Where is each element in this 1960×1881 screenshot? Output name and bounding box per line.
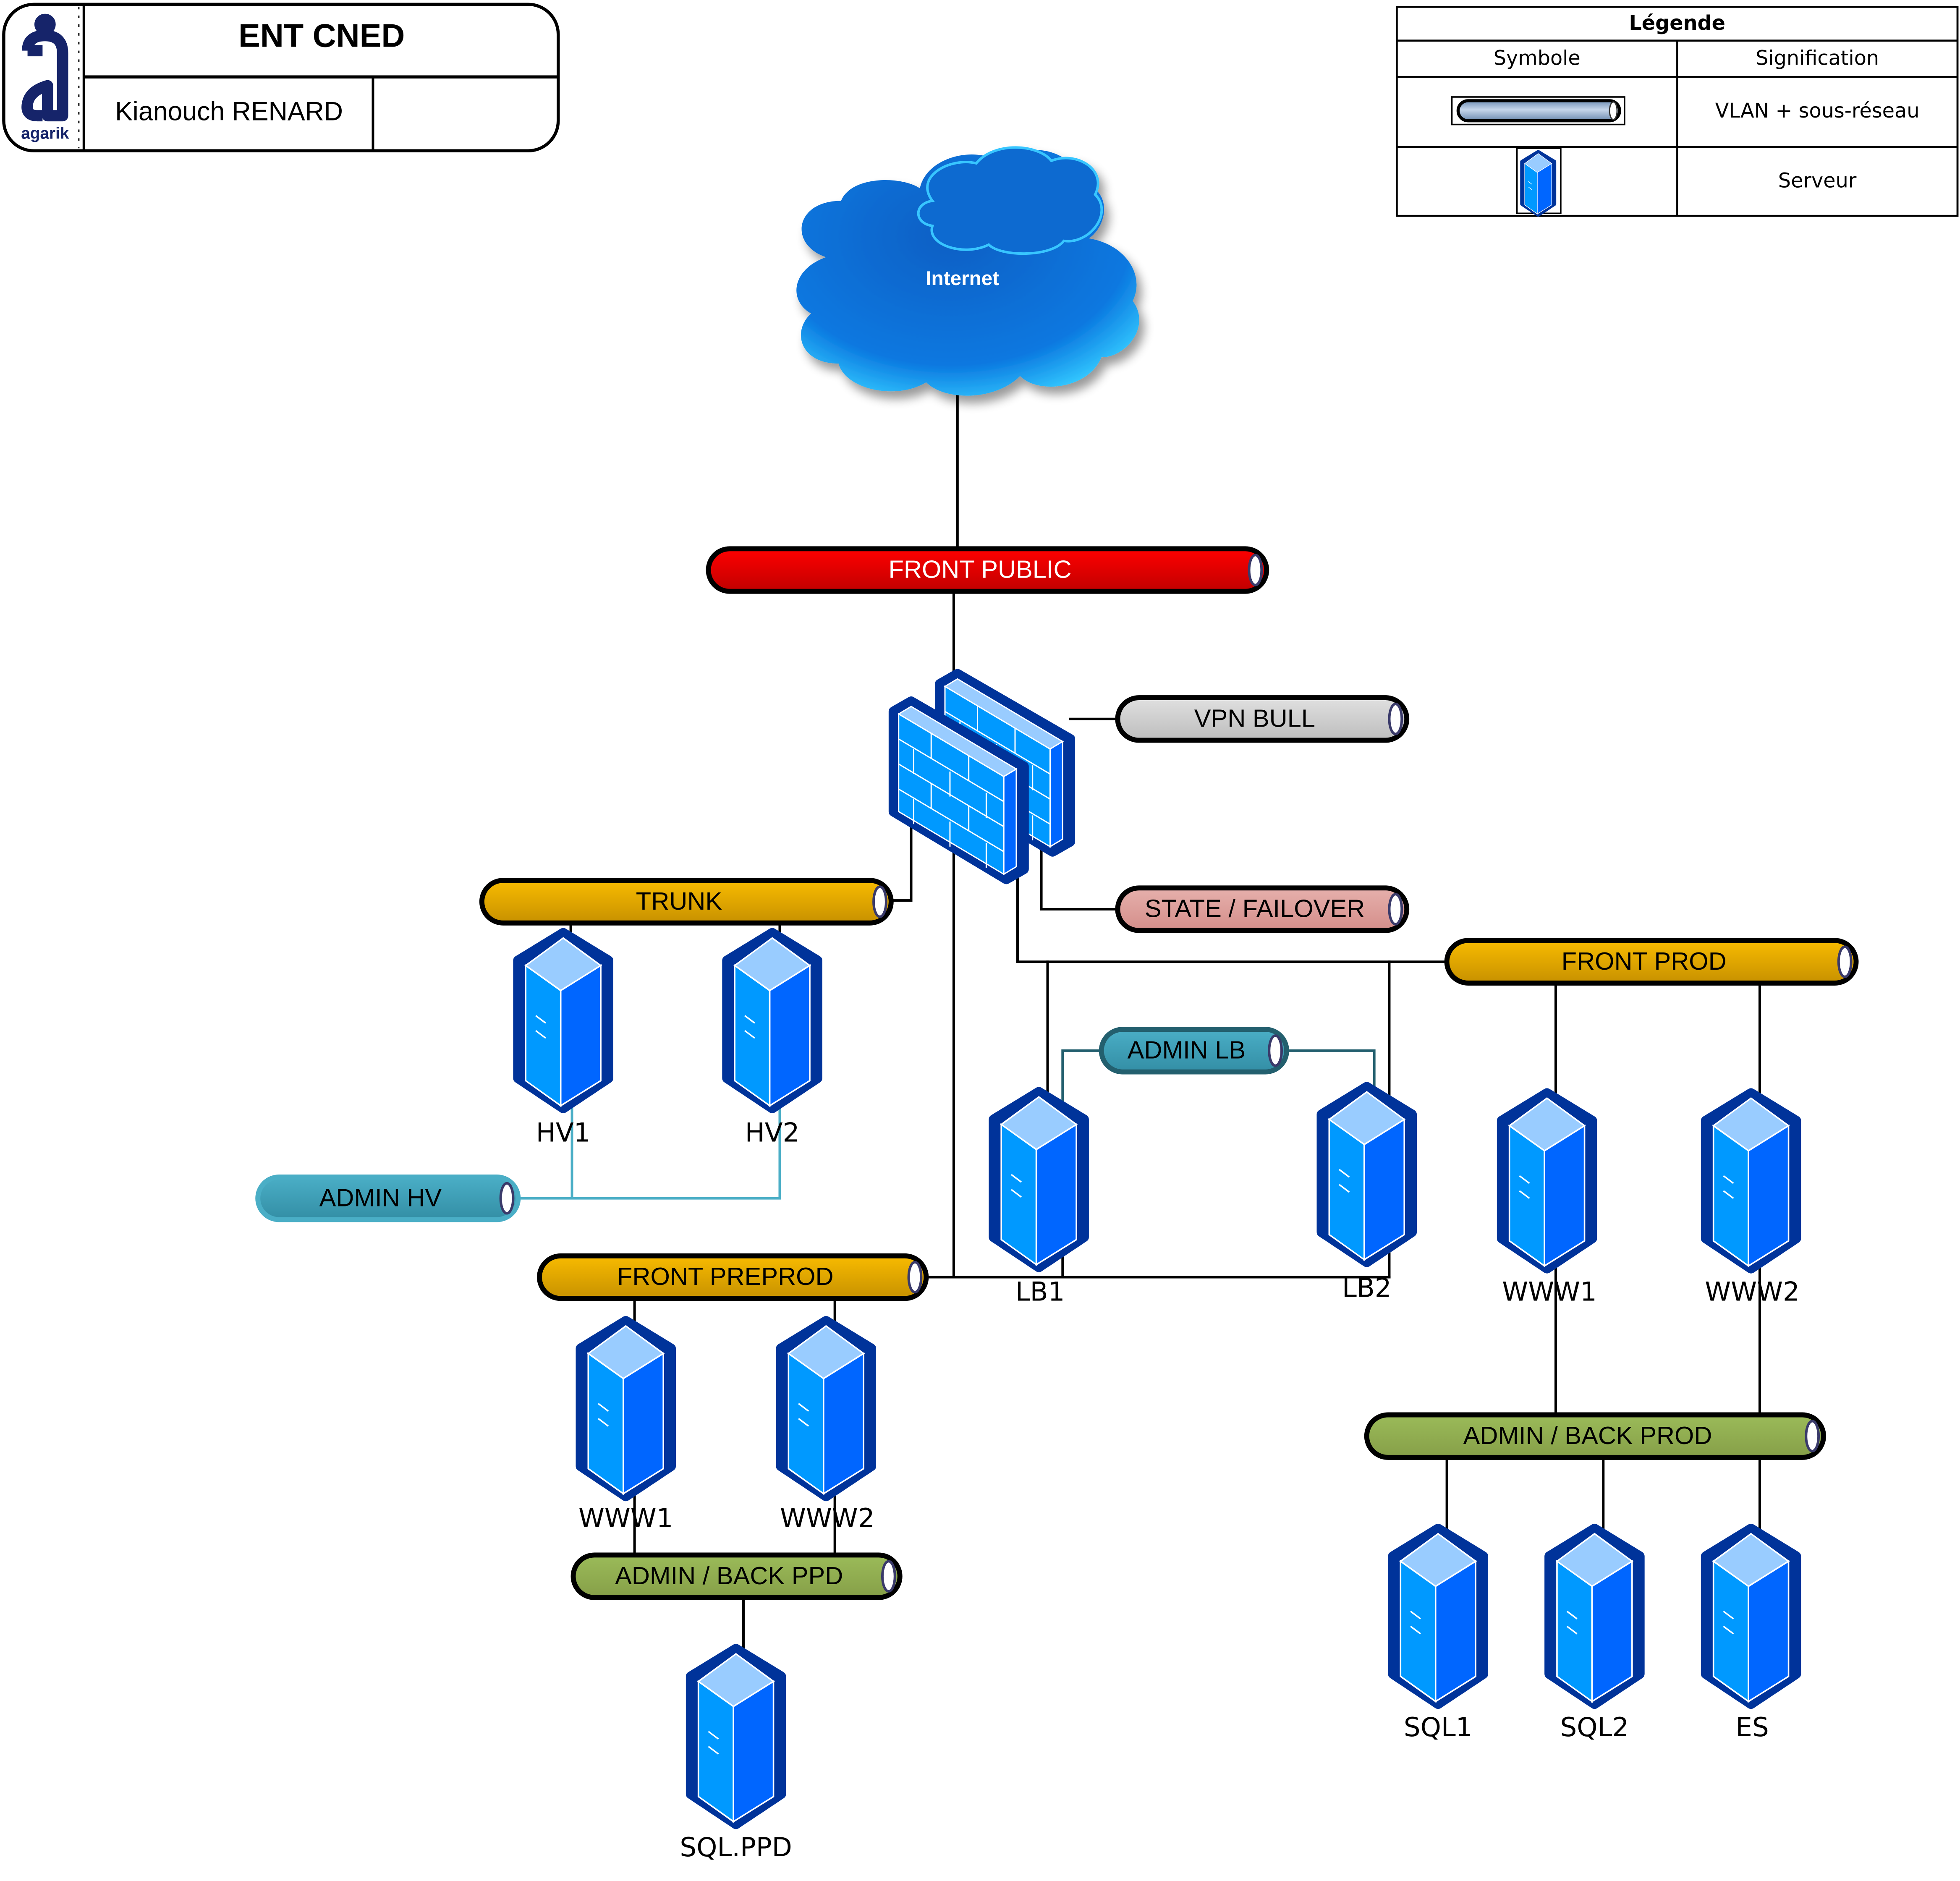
vlan-trunk[interactable]: TRUNK	[479, 878, 894, 926]
vlan-label: FRONT PREPROD	[617, 1262, 834, 1290]
server-label: WWW1	[1502, 1276, 1597, 1307]
server-sql1[interactable]: SQL1	[1393, 1529, 1483, 1742]
server-www2-ppd[interactable]: WWW2	[780, 1321, 875, 1533]
server-sql-ppd[interactable]: SQL.PPD	[680, 1649, 792, 1863]
vlan-pipe-end	[907, 1261, 923, 1294]
server-sql2[interactable]: SQL2	[1549, 1529, 1640, 1742]
legend-table: Légende Symbole Signification VLAN + sou…	[1395, 5, 1959, 217]
server-label: HV1	[536, 1117, 591, 1148]
server-icon	[1549, 1529, 1640, 1704]
vlan-state-failover[interactable]: STATE / FAILOVER	[1115, 885, 1410, 933]
legend-meaning-server: Serveur	[1778, 170, 1857, 193]
vlan-pipe-body	[1115, 885, 1410, 933]
vlan-admin-lb[interactable]: ADMIN LB	[1099, 1027, 1289, 1075]
legend-title: Légende	[1629, 12, 1725, 35]
vlan-pipe-body	[255, 1175, 521, 1222]
vlan-admin-hv[interactable]: ADMIN HV	[255, 1175, 521, 1222]
server-www2-prod[interactable]: WWW2	[1705, 1093, 1800, 1307]
vlan-pipe-end	[1837, 945, 1853, 978]
vlan-pipe-end	[499, 1182, 515, 1215]
server-icon	[1321, 1087, 1412, 1262]
vlan-admin-back-prod[interactable]: ADMIN / BACK PROD	[1364, 1412, 1826, 1460]
vlan-pipe-end	[1805, 1420, 1820, 1452]
link-firewall-frontpreprod	[925, 838, 955, 1279]
server-icon	[1706, 1529, 1796, 1704]
legend-meaning-vlan: VLAN + sous-réseau	[1715, 99, 1920, 123]
server-lb1[interactable]: LB1	[994, 1092, 1084, 1307]
vlan-label: ADMIN / BACK PROD	[1463, 1421, 1712, 1449]
server-icon	[518, 933, 608, 1108]
server-lb2[interactable]: LB2	[1321, 1087, 1412, 1303]
server-icon	[581, 1321, 671, 1496]
logo-text: agarik	[21, 125, 69, 143]
server-icon	[691, 1649, 781, 1824]
title-block: agarik ENT CNED Kianouch RENARD	[2, 3, 560, 152]
author-name: Kianouch RENARD	[115, 97, 343, 126]
firewall-pair-icon	[894, 674, 1070, 879]
vlan-pipe-body	[570, 1552, 903, 1600]
vlan-pipe-body	[479, 878, 894, 926]
vlan-pipe-body	[1364, 1412, 1826, 1460]
server-icon	[727, 933, 817, 1108]
vlan-vpn-bull[interactable]: VPN BULL	[1115, 695, 1410, 743]
server-icon	[1393, 1529, 1483, 1704]
vlan-pipe-icon	[1451, 96, 1625, 126]
server-icon	[1502, 1093, 1592, 1268]
vlan-label: ADMIN LB	[1128, 1036, 1246, 1064]
server-hv2[interactable]: HV2	[727, 933, 817, 1148]
vlan-pipe-end	[1248, 554, 1263, 586]
vlan-pipes: FRONT PUBLIC VPN BULL STATE / FAILOVER TRUN…	[255, 546, 1859, 1600]
vlan-label: ADMIN HV	[319, 1183, 442, 1211]
vlan-pipe-end	[881, 1560, 896, 1593]
server-label: SQL2	[1560, 1712, 1629, 1742]
server-label: WWW2	[1705, 1276, 1800, 1307]
vlan-pipe-body	[537, 1253, 929, 1301]
vlan-label: STATE / FAILOVER	[1145, 895, 1365, 923]
vlan-pipe-end	[1388, 893, 1403, 926]
server-label: HV2	[745, 1117, 800, 1148]
vlan-label: VPN BULL	[1194, 704, 1315, 733]
server-label: LB1	[1015, 1276, 1065, 1307]
server-es[interactable]: ES	[1706, 1529, 1796, 1742]
server-icon	[994, 1092, 1084, 1267]
server-label: WWW1	[578, 1503, 673, 1533]
link-firewall-trunk	[890, 813, 913, 902]
vlan-pipe-body	[1115, 695, 1410, 743]
vlan-front-prod[interactable]: FRONT PROD	[1444, 938, 1859, 986]
vlan-label: TRUNK	[636, 887, 722, 915]
vlan-pipe-body	[1444, 938, 1859, 986]
internet-cloud	[796, 146, 1139, 396]
server-www1-prod[interactable]: WWW1	[1502, 1093, 1597, 1307]
vlan-front-public[interactable]: FRONT PUBLIC	[706, 546, 1269, 594]
vlan-pipe-end	[872, 885, 887, 918]
vlan-pipe-body	[706, 546, 1269, 594]
vlan-pipe-body	[1099, 1027, 1289, 1075]
server-label: SQL.PPD	[680, 1832, 792, 1863]
vlan-pipe-end	[1268, 1034, 1283, 1067]
server-icon	[781, 1321, 871, 1496]
server-label: WWW2	[780, 1503, 875, 1533]
project-title: ENT CNED	[238, 18, 405, 54]
agarik-logo-icon	[21, 13, 68, 122]
legend-col-symbol: Symbole	[1494, 47, 1581, 70]
vlan-label: FRONT PUBLIC	[888, 555, 1071, 583]
server-hv1[interactable]: HV1	[518, 933, 608, 1148]
server-label: LB2	[1342, 1272, 1392, 1303]
vlan-label: FRONT PROD	[1562, 947, 1727, 975]
server-label: SQL1	[1404, 1712, 1473, 1742]
vlan-admin-back-ppd[interactable]: ADMIN / BACK PPD	[570, 1552, 903, 1600]
server-icon	[1516, 147, 1562, 215]
vlan-front-preprod[interactable]: FRONT PREPROD	[537, 1253, 929, 1301]
vlan-pipe-end	[1388, 703, 1403, 735]
server-www1-ppd[interactable]: WWW1	[578, 1321, 673, 1533]
link-firewall-frontprod	[1016, 838, 1448, 963]
server-icon	[1706, 1093, 1796, 1268]
legend-col-meaning: Signification	[1756, 47, 1879, 70]
server-label: ES	[1735, 1712, 1769, 1742]
vlan-label: ADMIN / BACK PPD	[615, 1562, 843, 1590]
internet-label: Internet	[926, 267, 999, 290]
